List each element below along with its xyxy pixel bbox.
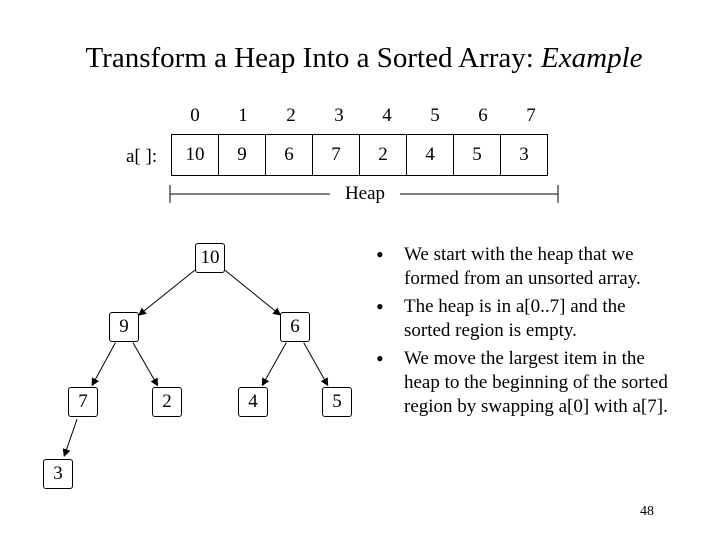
tree-edge (91, 342, 116, 387)
tree-node: 7 (68, 387, 98, 417)
tree-node: 3 (43, 459, 73, 489)
tree-edge (223, 268, 282, 316)
array-index: 1 (238, 105, 248, 126)
tree-edge (138, 268, 197, 316)
slide-title: Transform a Heap Into a Sorted Array: Ex… (0, 42, 728, 75)
array-label: a[ ]: (126, 146, 158, 167)
array-cell: 3 (500, 134, 548, 176)
tree-edge (303, 342, 329, 387)
tree-node: 2 (152, 387, 182, 417)
tree-node: 4 (238, 387, 268, 417)
tree-node: 6 (280, 312, 310, 342)
array-index: 5 (430, 105, 440, 126)
bullet-item: The heap is in a[0..7] and the sorted re… (372, 295, 672, 343)
tree-edge (261, 342, 287, 387)
heap-region-label: Heap (330, 183, 400, 205)
tree-node: 9 (109, 312, 139, 342)
bullet-list: We start with the heap that we formed fr… (372, 243, 672, 423)
array-index: 4 (382, 105, 392, 126)
array-index: 2 (286, 105, 296, 126)
array-index: 3 (334, 105, 344, 126)
bullet-item: We move the largest item in the heap to … (372, 347, 672, 419)
tree-node: 10 (195, 243, 225, 273)
tree-edge (132, 342, 159, 387)
tree-node: 5 (322, 387, 352, 417)
title-text: Transform a Heap Into a Sorted Array: (85, 42, 542, 74)
bullet-item: We start with the heap that we formed fr… (372, 243, 672, 291)
array-index: 6 (478, 105, 488, 126)
page-number: 48 (640, 504, 654, 519)
array-index: 7 (526, 105, 536, 126)
title-italic: Example (541, 42, 643, 74)
tree-edge (62, 418, 78, 457)
array-index: 0 (190, 105, 200, 126)
